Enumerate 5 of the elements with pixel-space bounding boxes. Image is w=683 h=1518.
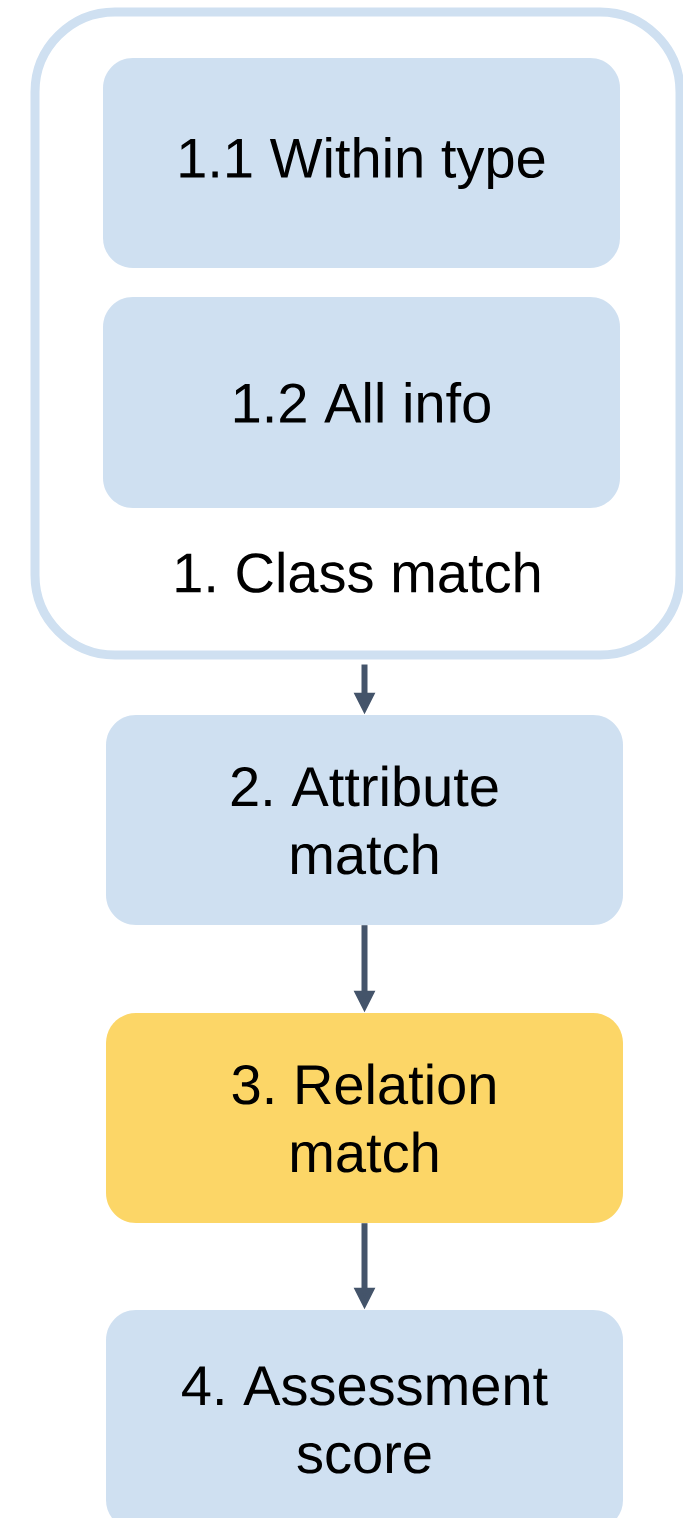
process-box: 3. Relation match [106, 1013, 623, 1223]
process-box: 1.1 Within type [103, 58, 620, 268]
process-box: 4. Assessment score [106, 1310, 623, 1518]
process-box: 2. Attribute match [106, 715, 623, 925]
process-box: 1.2 All info [103, 297, 620, 508]
